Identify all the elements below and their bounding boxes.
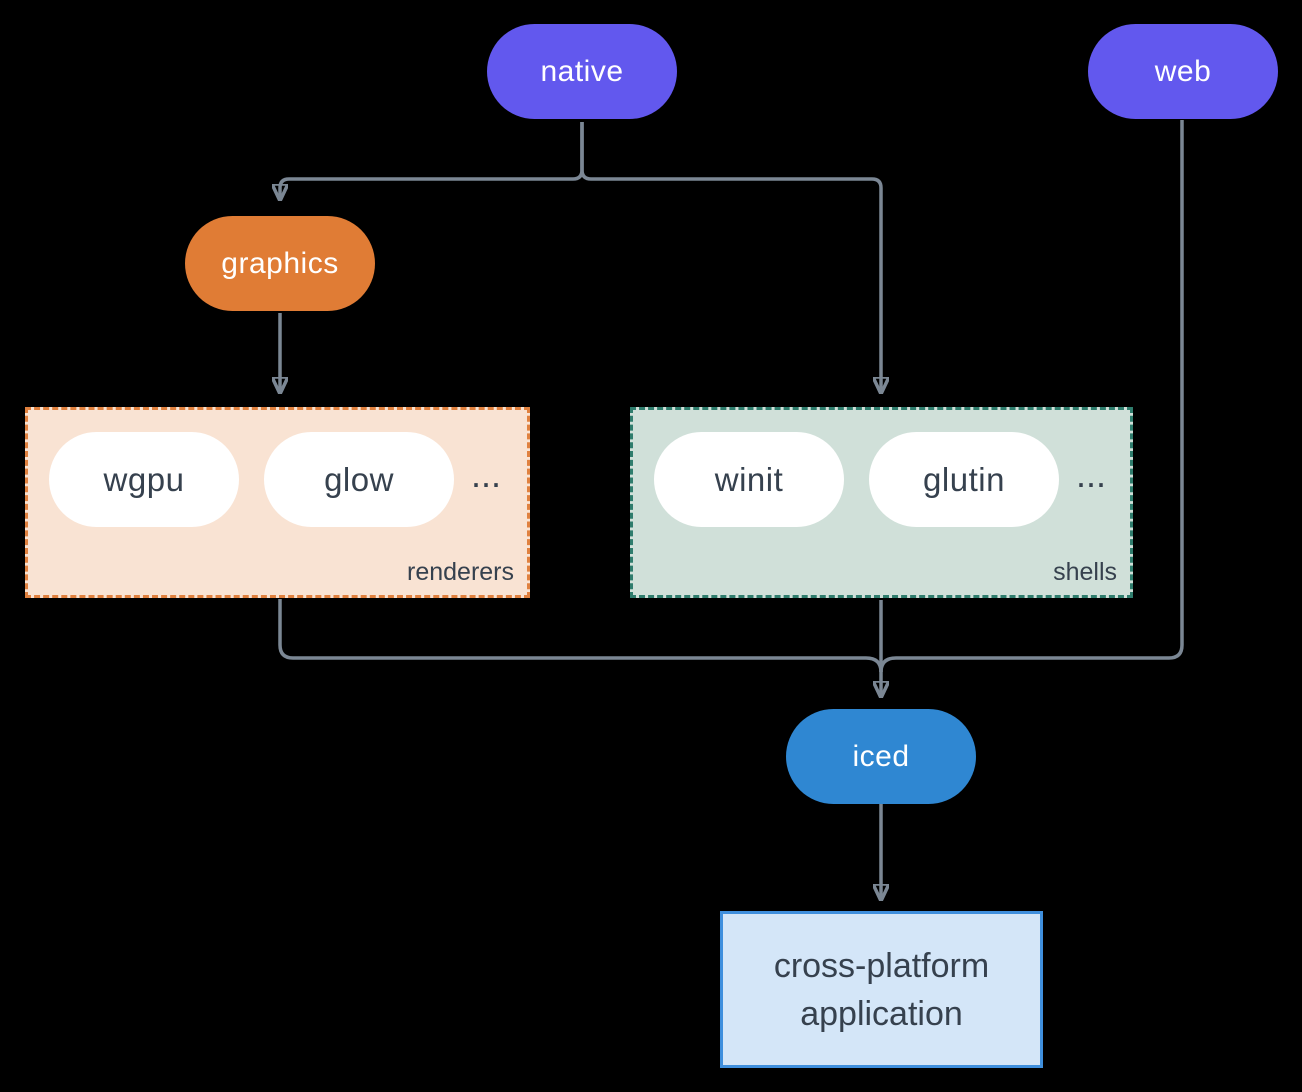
node-wgpu-label: wgpu (103, 460, 185, 498)
node-iced: iced (786, 709, 976, 804)
node-application-label: cross-platform application (773, 946, 990, 1033)
group-renderers: wgpu glow ... renderers (25, 407, 530, 598)
connector-native-to-shells (580, 122, 881, 394)
node-native: native (487, 24, 677, 119)
node-application: cross-platform application (720, 911, 1043, 1068)
node-iced-label: iced (852, 739, 910, 773)
node-glutin-label: glutin (923, 460, 1005, 498)
connector-native-to-graphics (280, 122, 584, 201)
node-winit-label: winit (714, 460, 784, 498)
node-native-label: native (540, 54, 624, 88)
node-winit: winit (654, 432, 844, 527)
node-graphics: graphics (185, 216, 375, 311)
renderers-group-label: renderers (407, 558, 514, 586)
shells-group-label: shells (1053, 558, 1117, 586)
node-graphics-label: graphics (221, 246, 339, 280)
node-glow: glow (264, 432, 454, 527)
connector-renderers-to-junction (278, 599, 883, 673)
node-web-label: web (1154, 54, 1212, 88)
group-shells: winit glutin ... shells (630, 407, 1133, 598)
node-glow-label: glow (324, 460, 394, 498)
node-glutin: glutin (869, 432, 1059, 527)
shells-ellipsis: ... (1076, 454, 1107, 495)
node-web: web (1088, 24, 1278, 119)
renderers-ellipsis: ... (471, 454, 502, 495)
node-wgpu: wgpu (49, 432, 239, 527)
